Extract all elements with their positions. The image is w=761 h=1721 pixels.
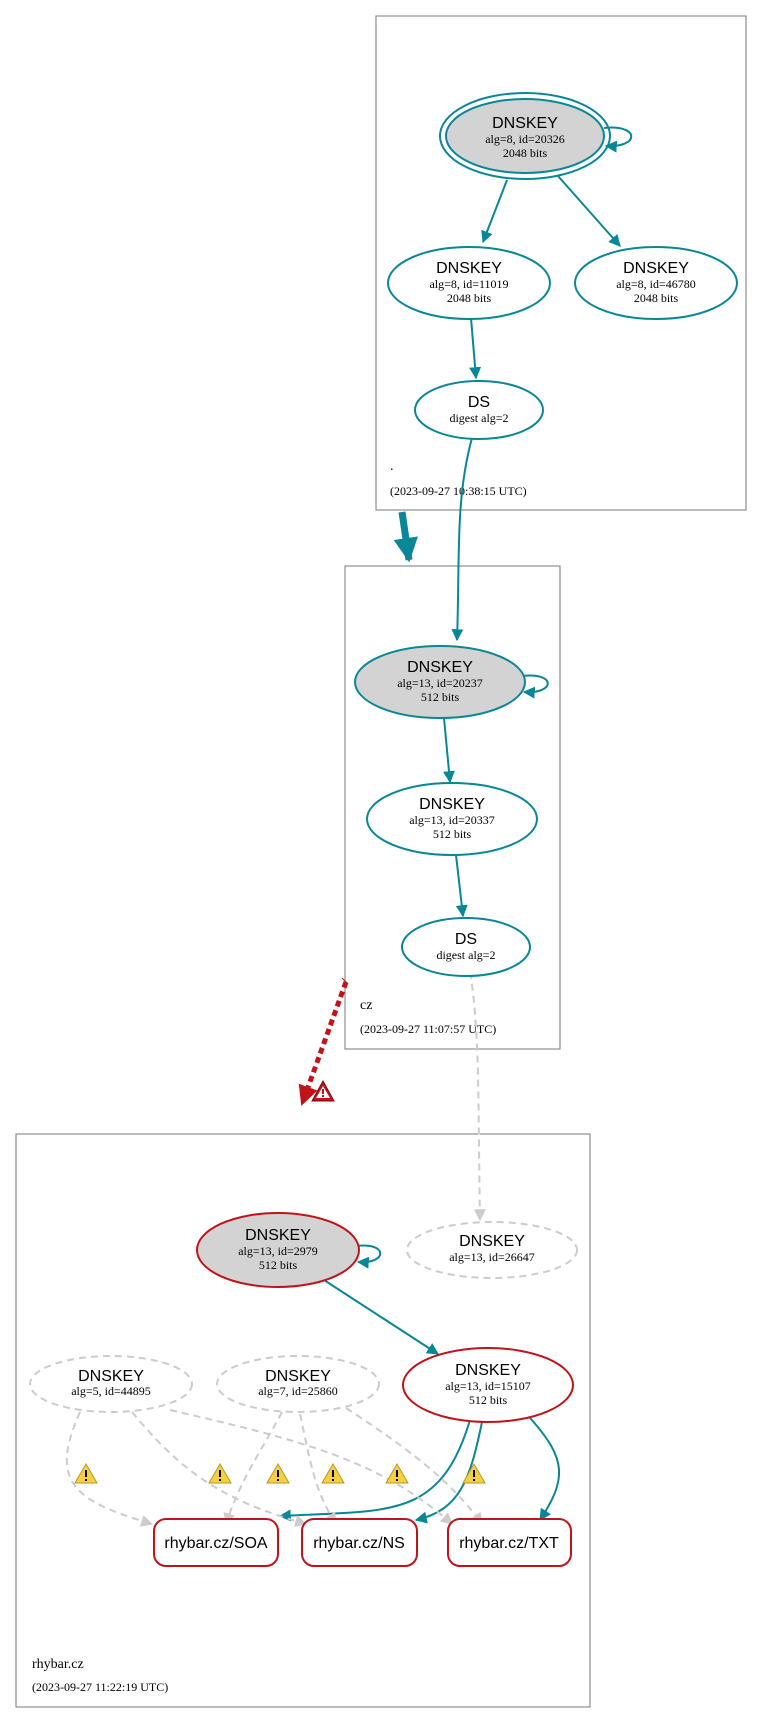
edge-ksk-zsk [557, 175, 621, 247]
secure-edges [278, 126, 633, 1524]
dnskey-node[interactable]: DNSKEY alg=8, id=20326 2048 bits [439, 92, 611, 180]
rrset-label: rhybar.cz/NS [313, 1535, 405, 1552]
edge-delegation [298, 981, 349, 1106]
edge-ksk-zsk [443, 717, 455, 784]
edge-dnskey-rrset [345, 1407, 483, 1525]
edge-zsk-ds [455, 854, 468, 918]
dnskey-node-unsupported[interactable]: DNSKEY alg=5, id=44895 [29, 1355, 193, 1413]
dnskey-node[interactable]: DNSKEY alg=8, id=11019 2048 bits [387, 246, 551, 320]
node-type: DNSKEY [78, 1368, 144, 1385]
dnskey-node[interactable]: DNSKEY alg=13, id=15107 512 bits [402, 1347, 574, 1423]
node-type: DNSKEY [623, 260, 689, 277]
ds-node[interactable]: DS digest alg=2 [401, 917, 531, 977]
ds-node[interactable]: DS digest alg=2 [414, 380, 544, 440]
node-alg-id: alg=8, id=20326 [485, 132, 565, 146]
warning-icon [385, 1463, 409, 1484]
edge-delegation [393, 511, 418, 563]
warning-icon [321, 1463, 345, 1484]
warning-icon [74, 1463, 98, 1484]
node-type: DNSKEY [407, 659, 473, 676]
node-type: DS [455, 931, 477, 948]
dnskey-node[interactable]: DNSKEY alg=8, id=46780 2048 bits [574, 246, 738, 320]
node-key-size: 512 bits [433, 827, 472, 841]
rrset-label: rhybar.cz/TXT [459, 1535, 559, 1552]
dnskey-node[interactable]: DNSKEY alg=13, id=2979 512 bits [196, 1212, 360, 1288]
rrset-ns[interactable]: rhybar.cz/NS [301, 1518, 418, 1567]
edge-ksk-zsk [481, 179, 508, 244]
node-alg-id: alg=7, id=25860 [258, 1384, 338, 1398]
edge-self-loop [521, 674, 549, 699]
node-type: DNSKEY [455, 1362, 521, 1379]
edge-self-loop [603, 126, 633, 153]
zone-name: . [390, 459, 394, 474]
edge-dnskey-rrset [169, 1409, 453, 1525]
dnskey-node[interactable]: DNSKEY alg=13, id=20237 512 bits [354, 645, 526, 719]
node-type: DS [468, 394, 490, 411]
zone-timestamp: (2023-09-27 11:22:19 UTC) [32, 1680, 168, 1694]
node-type: DNSKEY [436, 260, 502, 277]
dnskey-node[interactable]: DNSKEY alg=13, id=20337 512 bits [366, 782, 538, 856]
zone-name: cz [360, 998, 372, 1013]
warnings [74, 1463, 486, 1484]
insecure-edges [65, 971, 486, 1527]
rrset-label: rhybar.cz/SOA [164, 1535, 267, 1552]
node-alg-id: alg=8, id=11019 [429, 277, 508, 291]
zone-timestamp: (2023-09-27 11:07:57 UTC) [360, 1022, 496, 1036]
node-type: DNSKEY [265, 1368, 331, 1385]
node-key-size: 2048 bits [503, 146, 548, 160]
warning-icon [462, 1463, 486, 1484]
zone-timestamp: (2023-09-27 10:38:15 UTC) [390, 484, 527, 498]
node-key-size: 512 bits [469, 1393, 508, 1407]
edge-dnskey-rrset [131, 1411, 308, 1527]
node-type: DNSKEY [492, 115, 558, 132]
node-key-size: 2048 bits [634, 291, 679, 305]
edge-ksk-zsk [323, 1279, 440, 1355]
node-key-size: 2048 bits [447, 291, 492, 305]
node-alg-id: alg=13, id=26647 [449, 1250, 535, 1264]
node-digest: digest alg=2 [436, 948, 495, 962]
rrset-soa[interactable]: rhybar.cz/SOA [153, 1518, 279, 1567]
node-alg-id: alg=5, id=44895 [71, 1384, 151, 1398]
node-type: DNSKEY [459, 1233, 525, 1250]
edge-ds-dnskey [469, 971, 486, 1222]
dnskey-node-unsupported[interactable]: DNSKEY alg=7, id=25860 [216, 1355, 380, 1413]
warning-icon [266, 1463, 290, 1484]
edge-self-loop [355, 1244, 382, 1269]
edge-zsk-rrset [529, 1417, 560, 1522]
edge-dnskey-rrset [223, 1411, 283, 1526]
node-alg-id: alg=13, id=20337 [409, 813, 495, 827]
dnskey-node-missing[interactable]: DNSKEY alg=13, id=26647 [406, 1221, 578, 1279]
edge-zsk-rrset [278, 1419, 471, 1522]
rrset-txt[interactable]: rhybar.cz/TXT [447, 1518, 572, 1567]
edge-dnskey-rrset [299, 1413, 337, 1526]
edge-zsk-ds [469, 317, 482, 380]
zone-name: rhybar.cz [32, 1657, 84, 1672]
node-alg-id: alg=13, id=15107 [445, 1379, 531, 1393]
edge-zsk-rrset [414, 1421, 483, 1524]
edge-tail-tick [341, 977, 349, 985]
node-type: DNSKEY [245, 1227, 311, 1244]
node-alg-id: alg=13, id=20237 [397, 676, 483, 690]
node-type: DNSKEY [419, 796, 485, 813]
error-icon [311, 1079, 335, 1102]
bogus-delegation [298, 977, 349, 1106]
node-key-size: 512 bits [421, 690, 460, 704]
edge-ds-dnskey [451, 437, 473, 642]
node-digest: digest alg=2 [449, 411, 508, 425]
node-alg-id: alg=13, id=2979 [238, 1244, 318, 1258]
node-alg-id: alg=8, id=46780 [616, 277, 696, 291]
edge-dnskey-rrset [65, 1411, 154, 1527]
node-key-size: 512 bits [259, 1258, 298, 1272]
warning-icon [208, 1463, 232, 1484]
